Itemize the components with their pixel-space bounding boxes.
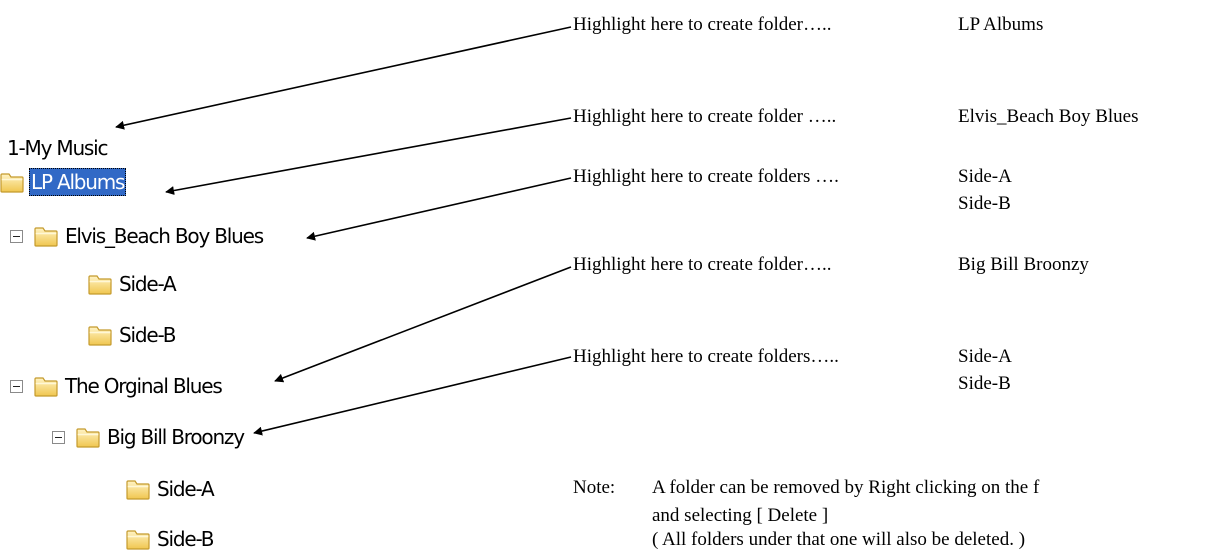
annotation-5-text: Highlight here to create folders….. — [573, 346, 839, 367]
arrow-icon — [306, 177, 572, 241]
tree-item-big-bill-broonzy[interactable]: Big Bill Broonzy — [52, 420, 246, 454]
tree-item-the-orginal-blues[interactable]: The Orginal Blues — [10, 369, 224, 403]
tree-item-broonzy-side-b[interactable]: Side-B — [126, 522, 215, 556]
note-line-1: A folder can be removed by Right clickin… — [652, 477, 1040, 498]
note-line-3: ( All folders under that one will also b… — [652, 529, 1026, 550]
tree-item-elvis-side-a[interactable]: Side-A — [88, 267, 178, 301]
tree-item-label: Elvis_Beach Boy Blues — [65, 224, 264, 248]
tree-item-label: Side-A — [157, 477, 215, 501]
annotation-3-text: Highlight here to create folders …. — [573, 166, 839, 187]
collapse-minus-icon[interactable] — [10, 379, 23, 393]
tree-item-elvis-beach-boy-blues[interactable]: Elvis_Beach Boy Blues — [10, 219, 265, 253]
tree-item-label: Big Bill Broonzy — [107, 425, 245, 449]
arrow-icon — [274, 266, 572, 383]
tree-item-lp-albums[interactable]: LP Albums — [0, 165, 127, 199]
note-label: Note: — [573, 477, 616, 498]
collapse-minus-icon[interactable] — [10, 229, 23, 243]
tree-item-elvis-side-b[interactable]: Side-B — [88, 318, 177, 352]
tree-item-my-music[interactable]: 1-My Music — [5, 131, 109, 165]
annotation-5-target-2: Side-B — [958, 373, 1011, 394]
note-line-2: and selecting [ Delete ] — [652, 505, 829, 526]
annotation-1-target: LP Albums — [958, 14, 1044, 35]
annotation-1-text: Highlight here to create folder….. — [573, 14, 832, 35]
annotation-3-target-2: Side-B — [958, 193, 1011, 214]
annotation-4-text: Highlight here to create folder….. — [573, 254, 832, 275]
tree-item-label: 1-My Music — [7, 136, 109, 160]
tree-item-label: The Orginal Blues — [65, 374, 223, 398]
tree-item-label: Side-A — [119, 272, 177, 296]
annotation-3-target-1: Side-A — [958, 166, 1012, 187]
annotation-2-text: Highlight here to create folder ….. — [573, 106, 837, 127]
tree-item-label: Side-B — [157, 527, 214, 551]
arrow-icon — [253, 356, 572, 436]
collapse-minus-icon[interactable] — [52, 430, 65, 444]
annotation-2-target: Elvis_Beach Boy Blues — [958, 106, 1139, 127]
annotation-4-target: Big Bill Broonzy — [958, 254, 1089, 275]
arrow-icon — [165, 117, 572, 195]
arrow-icon — [115, 26, 572, 130]
tree-item-label: Side-B — [119, 323, 176, 347]
tree-item-broonzy-side-a[interactable]: Side-A — [126, 472, 216, 506]
tree-item-label-selected: LP Albums — [29, 168, 127, 196]
annotation-5-target-1: Side-A — [958, 346, 1012, 367]
